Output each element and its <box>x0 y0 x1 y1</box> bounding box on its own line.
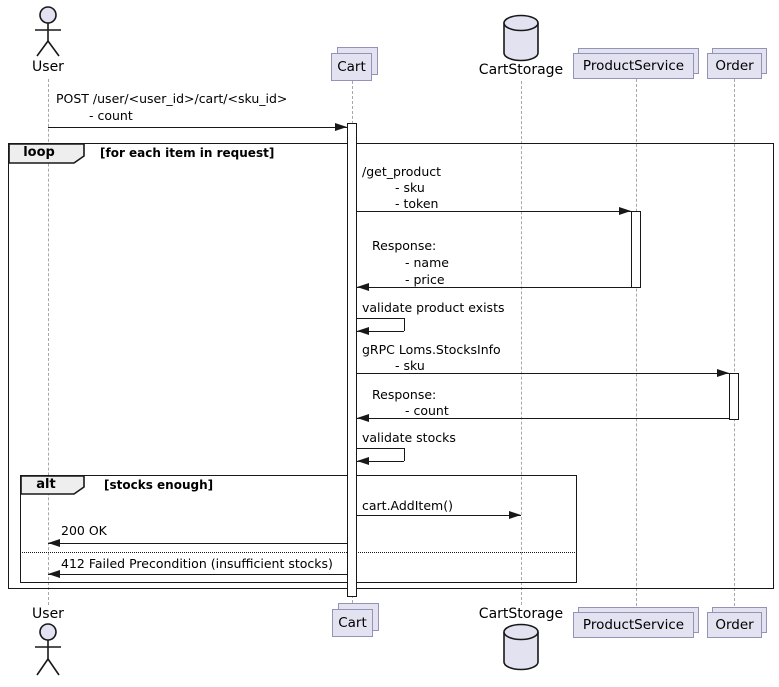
message-get-product-text: /get_product - sku - token <box>362 164 442 211</box>
alt-guard: [stocks enough] <box>104 478 214 492</box>
arrowhead <box>48 539 60 547</box>
alt-else-divider <box>20 552 577 553</box>
participant-cartstorage-top: CartStorage <box>478 62 564 78</box>
lifeline-cartstorage <box>521 81 522 605</box>
message-stocks-response-text: Response: - count <box>372 387 449 418</box>
alt-frame-tab <box>20 475 85 495</box>
arrowhead <box>509 511 521 519</box>
lifeline-productservice <box>636 79 637 606</box>
participant-productservice-label: ProductService <box>582 58 685 74</box>
self-message-side <box>404 448 405 461</box>
message-failed-text: 412 Failed Precondition (insufficient st… <box>61 556 333 571</box>
self-message-top <box>357 318 404 319</box>
arrowhead <box>357 457 369 465</box>
alt-frame <box>20 475 577 583</box>
arrowhead <box>357 414 369 422</box>
loop-frame <box>8 143 774 589</box>
participant-order-label: Order <box>715 58 754 74</box>
arrowhead <box>357 327 369 335</box>
arrowhead <box>619 207 631 215</box>
message-product-response-text: Response: - name - price <box>372 238 449 287</box>
message-post-text: POST /user/<user_id>/cart/<sku_id> - cou… <box>56 91 288 123</box>
participant-productservice-label: ProductService <box>582 617 685 633</box>
message-stocks-info-arrow <box>357 373 729 374</box>
message-add-item-arrow <box>357 515 521 516</box>
activation-productservice <box>631 211 641 288</box>
arrowhead <box>48 570 60 578</box>
message-stocks-response-arrow <box>357 418 729 419</box>
message-get-product-arrow <box>357 211 631 212</box>
actor-icon <box>28 622 68 686</box>
message-validate-stocks-text: validate stocks <box>362 430 456 445</box>
message-validate-product-text: validate product exists <box>362 300 505 315</box>
message-ok-arrow <box>48 543 347 544</box>
actor-icon <box>28 4 68 66</box>
message-stocks-info-text: gRPC Loms.StocksInfo - sku <box>362 342 501 373</box>
participant-cartstorage-bottom: CartStorage <box>478 606 564 622</box>
message-failed-arrow <box>48 574 347 575</box>
database-icon <box>502 623 540 675</box>
participant-order-label: Order <box>715 617 754 633</box>
message-post-arrow <box>48 127 347 128</box>
arrowhead <box>357 283 369 291</box>
arrowhead <box>335 123 347 131</box>
message-ok-text: 200 OK <box>61 523 107 538</box>
message-product-response-arrow <box>357 287 631 288</box>
participant-user-top: User <box>32 59 64 75</box>
lifeline-order <box>734 79 735 606</box>
loop-frame-tab <box>8 143 85 164</box>
loop-guard: [for each item in request] <box>100 146 275 160</box>
self-message-top <box>357 448 404 449</box>
participant-user-bottom: User <box>32 606 64 622</box>
loop-keyword: loop <box>23 145 55 160</box>
self-message-side <box>404 318 405 331</box>
participant-cart-label: Cart <box>337 59 366 75</box>
arrowhead <box>717 369 729 377</box>
self-message-bottom <box>357 331 404 332</box>
alt-keyword: alt <box>36 477 56 492</box>
participant-cart-label: Cart <box>338 615 367 631</box>
message-add-item-text: cart.AddItem() <box>362 498 453 513</box>
self-message-bottom <box>357 461 404 462</box>
database-icon <box>502 14 540 66</box>
activation-order <box>729 373 739 420</box>
activation-cart <box>347 123 357 597</box>
lifeline-user <box>48 79 49 605</box>
